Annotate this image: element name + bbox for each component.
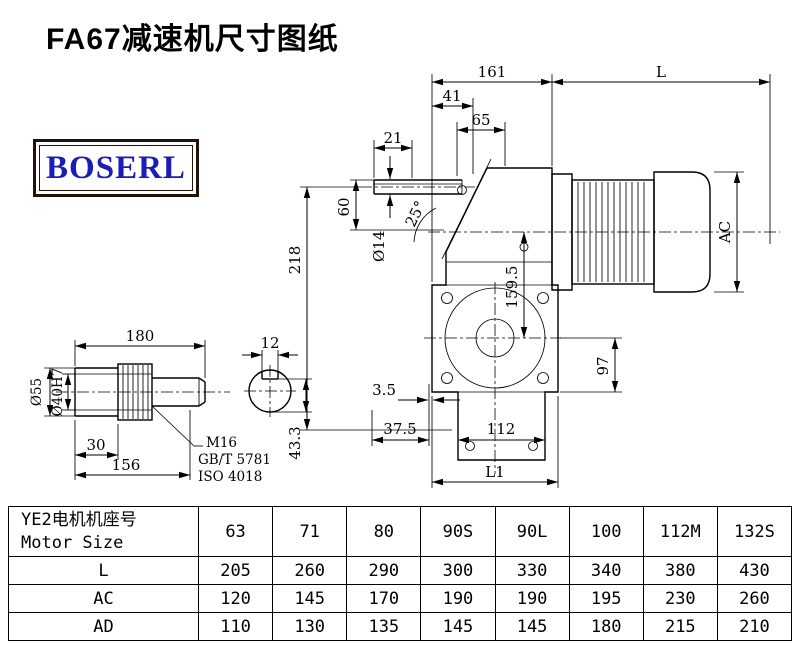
- size-col-header: 112M: [642, 506, 718, 557]
- dim-43-3: 43.3: [286, 426, 304, 459]
- shaft-outline: [74, 363, 206, 421]
- table-cell: 145: [420, 612, 496, 641]
- dim-angle-25: 25°: [402, 198, 430, 230]
- motor-size-header-cell: YE2电机机座号 Motor Size: [8, 506, 199, 557]
- table-row-L: L 205 260 290 300 330 340 380 430: [8, 556, 793, 585]
- table-cell: 430: [716, 556, 793, 585]
- size-col-header: 90L: [494, 506, 570, 557]
- table-row-AC: AC 120 145 170 190 190 195 230 260: [8, 584, 793, 613]
- dim-159-5: 159.5: [503, 266, 521, 309]
- motor-size-label-en: Motor Size: [21, 532, 124, 553]
- dim-21: 21: [383, 129, 402, 147]
- spline-hatch: [122, 365, 149, 419]
- dim-12: 12: [260, 334, 279, 352]
- dimension-lines: [303, 78, 770, 486]
- output-flange-circle: [444, 287, 546, 389]
- dim-41: 41: [442, 87, 461, 105]
- table-cell: 180: [568, 612, 644, 641]
- size-col-header: 71: [272, 506, 348, 557]
- table-cell: 330: [494, 556, 570, 585]
- angle-arc: [413, 207, 437, 243]
- input-shaft: [373, 179, 463, 195]
- dim-218: 218: [286, 246, 304, 275]
- table-cell: 190: [420, 584, 496, 613]
- output-bore-circle: [475, 318, 515, 358]
- table-cell: 205: [197, 556, 274, 585]
- table-cell: 130: [272, 612, 348, 641]
- flange-bolt-hole: [441, 292, 453, 304]
- dim-65: 65: [471, 111, 490, 129]
- flange-bolt-hole: [537, 372, 549, 384]
- dim-dia55: Ø55: [29, 378, 45, 406]
- dim-37-5: 37.5: [383, 420, 416, 438]
- table-cell: 215: [642, 612, 718, 641]
- motor-size-label-cn: YE2电机机座号: [21, 510, 137, 531]
- row-label: AC: [8, 584, 199, 613]
- dim-161: 161: [478, 63, 507, 81]
- motor: [551, 171, 711, 293]
- size-col-header: 90S: [420, 506, 496, 557]
- dim-AC: AC: [716, 221, 734, 244]
- std-iso-label: ISO 4018: [198, 469, 262, 485]
- size-col-header: 132S: [716, 506, 793, 557]
- table-cell: 135: [346, 612, 422, 641]
- slant-extension-line: [441, 158, 492, 260]
- shaft-dimension-lines: [46, 342, 205, 479]
- keyway-section-view: 12 43.3: [242, 334, 312, 460]
- table-cell: 230: [642, 584, 718, 613]
- flange-bolt-hole: [441, 372, 453, 384]
- row-label: L: [8, 556, 199, 585]
- keyway-slot: [261, 372, 279, 380]
- table-cell: 110: [197, 612, 274, 641]
- table-cell: 195: [568, 584, 644, 613]
- dim-112: 112: [487, 420, 516, 438]
- motor-fan-cowl: [653, 171, 711, 293]
- size-col-header: 100: [568, 506, 644, 557]
- table-cell: 120: [197, 584, 274, 613]
- page-title: FA67减速机尺寸图纸: [46, 23, 339, 56]
- table-row-AD: AD 110 130 135 145 145 180 215 210: [8, 612, 793, 641]
- table-cell: 170: [346, 584, 422, 613]
- dim-dia40-h7: Ø40H7: [50, 368, 66, 417]
- std-gb-label: GB/T 5781: [198, 452, 271, 468]
- flange-bolt-hole: [537, 292, 549, 304]
- dim-180: 180: [126, 327, 155, 345]
- dim-3-5: 3.5: [372, 381, 396, 399]
- motor-fins: [577, 182, 645, 282]
- motor-size-table: YE2电机机座号 Motor Size 63 71 80 90S 90L 100…: [8, 506, 793, 641]
- table-cell: 210: [716, 612, 793, 641]
- table-cell: 145: [494, 612, 570, 641]
- motor-adapter: [551, 173, 573, 291]
- boserl-logo-frame: BOSERL: [39, 145, 193, 191]
- table-cell: 300: [420, 556, 496, 585]
- foot-bolt-hole: [528, 441, 538, 451]
- dim-60: 60: [335, 197, 353, 216]
- shaft-detail-view: 180 Ø55 Ø40H7 30 156 M16 GB/T 5781 ISO 4…: [29, 327, 271, 485]
- dim-L: L: [656, 63, 666, 81]
- table-cell: 190: [494, 584, 570, 613]
- table-header-row: YE2电机机座号 Motor Size 63 71 80 90S 90L 100…: [8, 506, 793, 557]
- table-cell: 290: [346, 556, 422, 585]
- dim-30: 30: [86, 436, 105, 454]
- table-cell: 145: [272, 584, 348, 613]
- dim-97: 97: [594, 356, 612, 375]
- main-view: 161 L 41 65 21 60 Ø14 218 25° 159.5 AC 9…: [286, 63, 780, 488]
- dim-156: 156: [112, 456, 141, 474]
- dim-L1: L1: [485, 463, 505, 481]
- dim-dia14: Ø14: [370, 231, 388, 262]
- size-col-header: 63: [197, 506, 274, 557]
- table-cell: 260: [272, 556, 348, 585]
- table-cell: 260: [716, 584, 793, 613]
- thread-label: M16: [206, 435, 237, 451]
- size-col-header: 80: [346, 506, 422, 557]
- boserl-logo-text: BOSERL: [46, 149, 186, 186]
- row-label: AD: [8, 612, 199, 641]
- keyway-dimension-lines: [242, 351, 310, 412]
- boserl-logo: BOSERL: [33, 139, 199, 197]
- table-cell: 340: [568, 556, 644, 585]
- foot-bolt-hole: [465, 441, 475, 451]
- extension-lines: [300, 74, 771, 488]
- table-cell: 380: [642, 556, 718, 585]
